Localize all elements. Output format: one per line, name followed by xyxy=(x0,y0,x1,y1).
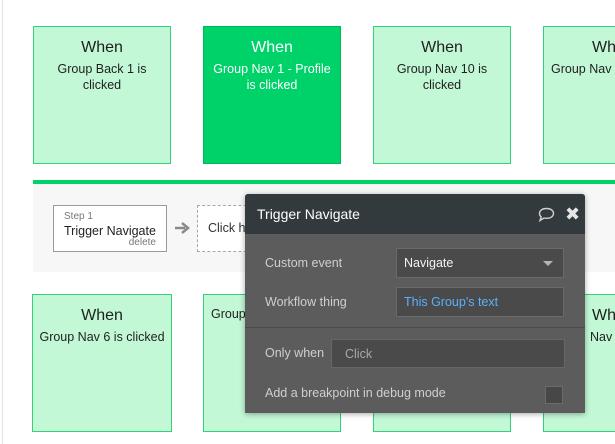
step-1-card[interactable]: Step 1 Trigger Navigate delete xyxy=(53,205,167,252)
card-description: Group Nav 1 - Profile is clicked xyxy=(213,62,331,92)
event-card-group-nav-1-profile[interactable]: When Group Nav 1 - Profile is clicked xyxy=(203,26,341,164)
card-when-label: When xyxy=(251,39,293,56)
workflow-thing-value: This Group's text xyxy=(404,295,499,309)
workflow-thing-label: Workflow thing xyxy=(265,295,347,309)
only-when-label: Only when xyxy=(265,346,325,360)
event-card-group-nav-partial[interactable]: When Group Nav ... xyxy=(543,26,615,164)
card-description: Group Nav 6 is clicked xyxy=(39,330,165,344)
event-card-group-nav-10[interactable]: When Group Nav 10 is clicked xyxy=(373,26,511,164)
action-property-editor: Trigger Navigate ✖ Custom event Navigate… xyxy=(245,194,585,413)
only-when-placeholder: Click xyxy=(345,347,373,361)
only-when-input[interactable]: Click xyxy=(331,339,565,368)
breakpoint-checkbox[interactable] xyxy=(545,386,563,404)
custom-event-value: Navigate xyxy=(404,256,454,270)
event-card-group-nav-6[interactable]: When Group Nav 6 is clicked xyxy=(32,294,172,432)
card-when-label: When xyxy=(81,307,123,324)
card-when-label: When xyxy=(592,39,615,56)
close-icon[interactable]: ✖ xyxy=(565,204,581,224)
card-description: Group Back 1 is clicked xyxy=(57,62,147,92)
card-description: Nav ... xyxy=(590,330,615,344)
panel-title: Trigger Navigate xyxy=(257,206,360,222)
breakpoint-label: Add a breakpoint in debug mode xyxy=(265,386,446,400)
step-title: Trigger Navigate xyxy=(64,224,156,238)
card-when-label: When xyxy=(421,39,463,56)
canvas-left-border xyxy=(2,0,3,444)
chat-bubble-icon[interactable] xyxy=(538,207,555,222)
card-description: Group Nav ... xyxy=(551,62,615,76)
panel-header: Trigger Navigate ✖ xyxy=(245,194,585,234)
workflow-thing-field[interactable]: This Group's text xyxy=(396,287,564,317)
event-card-group-back-1[interactable]: When Group Back 1 is clicked xyxy=(33,26,171,164)
chevron-down-icon xyxy=(543,261,553,266)
card-when-label: When xyxy=(81,39,123,56)
panel-divider xyxy=(245,327,585,328)
step-delete-link[interactable]: delete xyxy=(128,237,156,248)
custom-event-label: Custom event xyxy=(265,256,343,270)
custom-event-dropdown[interactable]: Navigate xyxy=(396,248,564,278)
add-action-text: Click here to add an action... xyxy=(208,221,256,235)
arrow-right-icon xyxy=(175,222,190,234)
card-description: Group Nav 10 is clicked xyxy=(396,62,488,92)
card-when-label: When xyxy=(592,307,615,324)
step-number: Step 1 xyxy=(64,211,93,222)
